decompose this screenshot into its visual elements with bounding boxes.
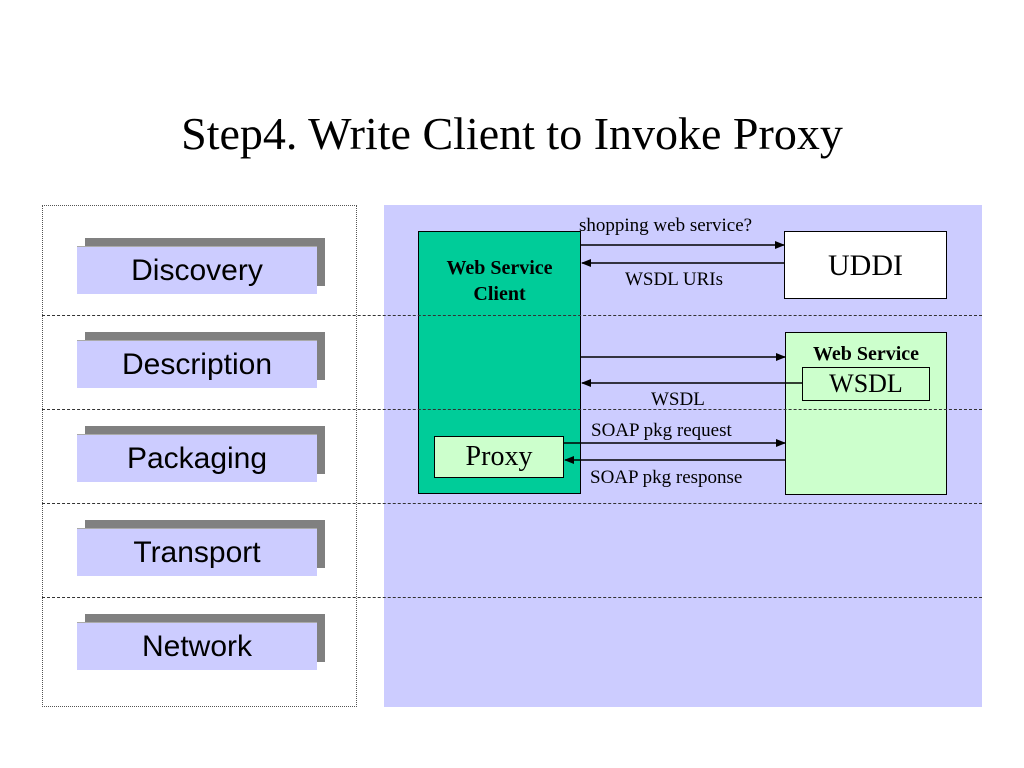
layer-label: Transport	[77, 528, 317, 576]
layer-description: Description	[77, 332, 325, 388]
client-label-line2: Client	[473, 283, 526, 305]
layer-separator	[42, 597, 982, 598]
layer-label: Discovery	[77, 246, 317, 294]
msg-soap-request-label: SOAP pkg request	[591, 420, 732, 441]
msg-wsdl-label: WSDL	[651, 389, 705, 410]
proxy-box: Proxy	[434, 436, 564, 478]
msg-query-label: shopping web service?	[579, 215, 753, 236]
slide-title: Step4. Write Client to Invoke Proxy	[181, 108, 843, 159]
wsdl-document-box: WSDL	[802, 367, 930, 401]
layer-separator	[42, 315, 982, 316]
layer-transport: Transport	[77, 520, 325, 576]
layer-label: Packaging	[77, 434, 317, 482]
web-service-label: Web Service	[812, 343, 920, 365]
msg-soap-response-label: SOAP pkg response	[590, 467, 743, 488]
client-label-line1: Web Service	[446, 257, 553, 279]
msg-wsdl-uris-label: WSDL URIs	[625, 269, 723, 290]
uddi-box: UDDI	[784, 231, 947, 299]
layer-network: Network	[77, 614, 325, 670]
layer-packaging: Packaging	[77, 426, 325, 482]
web-service-box	[785, 332, 947, 495]
layer-label: Network	[77, 622, 317, 670]
web-service-client-label: Web Service Client	[418, 255, 581, 307]
layer-label: Description	[77, 340, 317, 388]
layer-separator	[42, 409, 982, 410]
layer-separator	[42, 503, 982, 504]
layer-discovery: Discovery	[77, 238, 325, 294]
